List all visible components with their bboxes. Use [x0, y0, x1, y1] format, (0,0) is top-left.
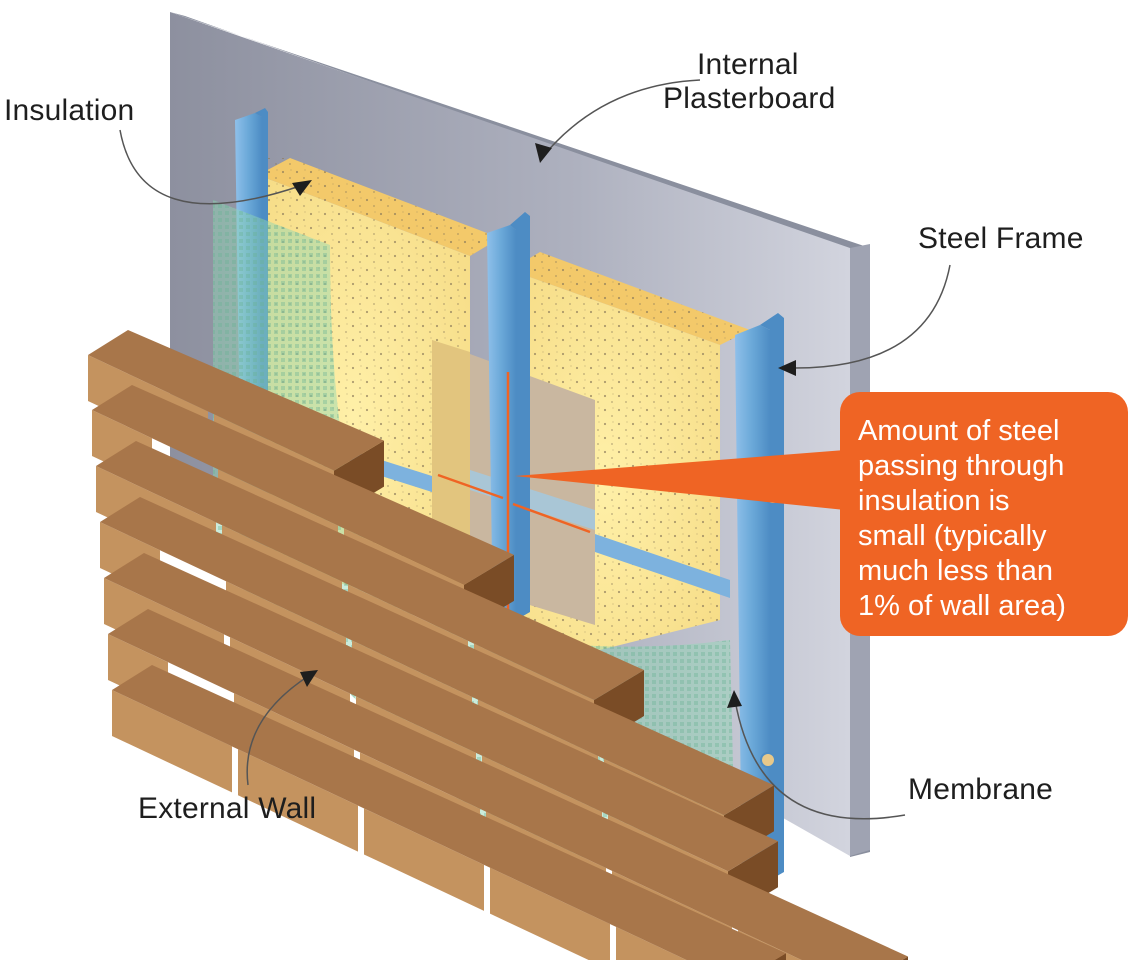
brick [112, 665, 786, 960]
label-membrane: Membrane [908, 773, 1053, 806]
brick [100, 497, 774, 816]
membrane-leader [734, 699, 906, 820]
steel-callout [515, 392, 1128, 636]
insulation-leader [119, 129, 301, 205]
leader-lines [119, 79, 951, 820]
arrow-icon [778, 360, 796, 376]
label-plasterboard-line2: Plasterboard [663, 82, 836, 115]
brick [88, 330, 384, 471]
brick [490, 867, 610, 960]
arrowheads [292, 143, 796, 708]
plasterboard-leader [539, 79, 701, 161]
arrow-icon [292, 180, 312, 196]
external-wall-leader [246, 674, 311, 786]
callout-text: Amount of steel passing through insulati… [858, 415, 1066, 622]
label-insulation: Insulation [4, 94, 135, 127]
label-steel-frame: Steel Frame [918, 222, 1084, 255]
steel-frame-leader [789, 264, 951, 369]
external-wall-brick [88, 330, 908, 960]
label-plasterboard-line1: Internal [697, 48, 799, 81]
arrow-icon [535, 143, 552, 163]
arrow-icon [300, 670, 318, 687]
brick [238, 749, 358, 852]
brick [92, 385, 514, 585]
arrow-icon [727, 690, 742, 708]
brick [108, 609, 908, 960]
label-external-wall: External Wall [138, 792, 317, 825]
brick [112, 690, 232, 793]
brick [364, 808, 484, 911]
brick [96, 441, 644, 701]
fixing-screw [760, 752, 776, 768]
brick [104, 553, 778, 872]
